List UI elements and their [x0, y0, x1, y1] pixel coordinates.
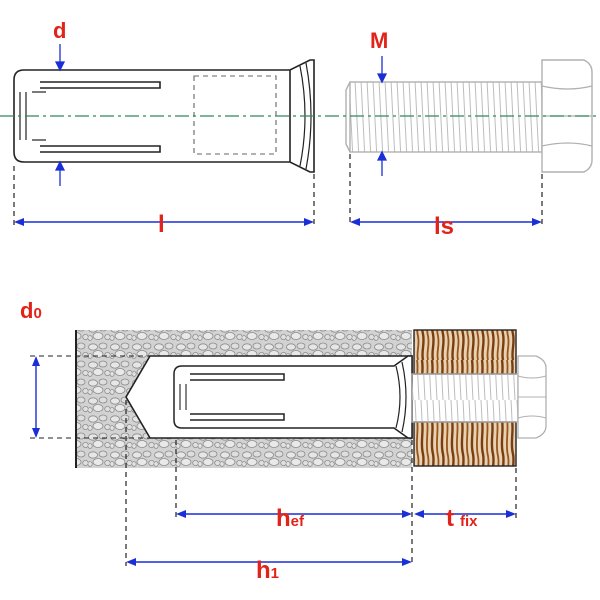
label-d: d — [53, 18, 66, 43]
label-hef: hef — [276, 505, 305, 532]
dimension-h1 — [125, 400, 412, 566]
label-h1: h1 — [256, 557, 279, 584]
fixture-wood — [413, 329, 517, 467]
installed-bolt — [411, 355, 547, 439]
dimension-m — [376, 56, 388, 176]
dimension-l — [13, 166, 315, 226]
dimension-ls — [349, 154, 543, 226]
label-d0: d0 — [20, 298, 42, 323]
dimension-hef — [175, 440, 413, 566]
dimension-d — [54, 44, 66, 186]
installed-anchor-sleeve — [173, 355, 413, 439]
label-ls: ls — [434, 213, 454, 240]
bolt-side-view — [345, 59, 593, 173]
label-l: l — [158, 211, 165, 238]
dimension-d0 — [32, 356, 40, 438]
label-m: M — [370, 28, 388, 53]
dimension-tfix — [414, 468, 517, 518]
